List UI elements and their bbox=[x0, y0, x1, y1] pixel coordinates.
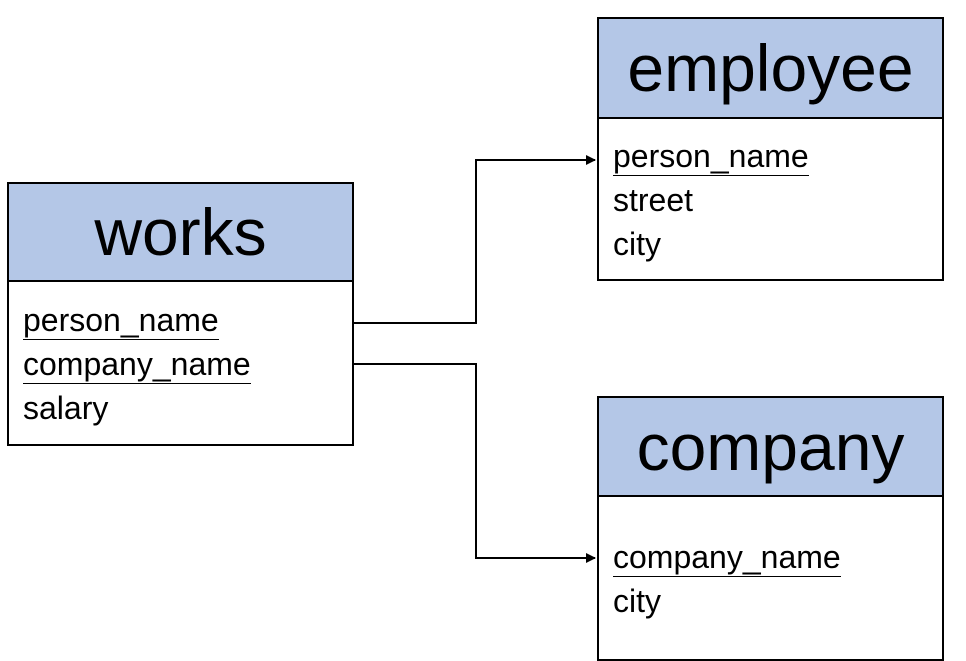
works-attr-company-name: company_name bbox=[23, 346, 251, 384]
employee-table-title: employee bbox=[627, 31, 914, 105]
works-table-attributes: person_name company_name salary bbox=[9, 282, 352, 430]
employee-table-attributes: person_name street city bbox=[599, 119, 942, 266]
company-table-title: company bbox=[636, 409, 905, 484]
works-attr-salary: salary bbox=[23, 390, 109, 426]
employee-attr-person-name: person_name bbox=[613, 138, 809, 176]
works-table-header: works bbox=[9, 184, 352, 282]
works-attr-person-name: person_name bbox=[23, 302, 219, 340]
company-attr-company-name: company_name bbox=[613, 539, 841, 577]
works-table-title: works bbox=[94, 195, 267, 269]
employee-attr-city: city bbox=[613, 226, 661, 262]
company-table-attributes: company_name city bbox=[599, 497, 942, 623]
works-table: works person_name company_name salary bbox=[7, 182, 354, 446]
connector-works-person-name-to-employee bbox=[354, 155, 596, 324]
company-table-header: company bbox=[599, 398, 942, 497]
company-attr-city: city bbox=[613, 583, 661, 619]
employee-attr-street: street bbox=[613, 182, 694, 218]
company-table: company company_name city bbox=[597, 396, 944, 661]
employee-table-header: employee bbox=[599, 19, 942, 119]
connector-works-company-name-to-company bbox=[354, 363, 596, 563]
employee-table: employee person_name street city bbox=[597, 17, 944, 281]
